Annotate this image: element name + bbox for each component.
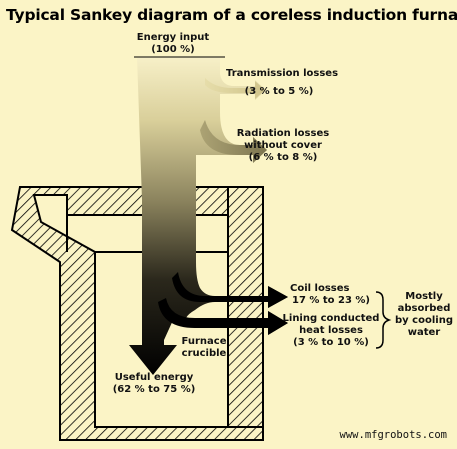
website-watermark: www.mfgrobots.com: [339, 429, 447, 441]
coil-losses-line2: 17 % to 23 %): [291, 295, 371, 306]
lining-losses-line2: heat losses: [299, 325, 363, 336]
cooling-note-line2: absorbed: [397, 303, 451, 314]
useful-energy-label: Useful energy (62 % to 75 %): [104, 372, 204, 396]
energy-input-line1: Energy input: [136, 32, 210, 43]
lining-losses-line3: (3 % to 10 %): [293, 337, 369, 348]
energy-flow: [129, 56, 288, 375]
coil-losses-line1: Coil losses: [290, 283, 350, 294]
energy-input-line2: (100 %): [151, 44, 195, 55]
furnace-crucible-label: Furnace crucible: [176, 336, 232, 360]
radiation-losses-line3: (6 % to 8 %): [248, 152, 318, 163]
radiation-losses-arrow: [200, 120, 267, 163]
useful-energy-line2: (62 % to 75 %): [112, 384, 196, 395]
cooling-note-line1: Mostly: [405, 291, 443, 302]
furnace-crucible-line2: crucible: [181, 348, 227, 359]
coil-losses-arrow: [172, 272, 288, 308]
transmission-losses-line1: Transmission losses: [225, 68, 339, 79]
radiation-losses-label: Radiation losses without cover (6 % to 8…: [228, 128, 338, 164]
transmission-losses-arrow: [205, 78, 265, 99]
radiation-losses-line2: without cover: [244, 140, 322, 151]
cooling-note-line3: by cooling: [395, 315, 453, 326]
cooling-water-note: Mostly absorbed by cooling water: [392, 291, 456, 339]
radiation-losses-line1: Radiation losses: [236, 128, 330, 139]
cooling-brace: [375, 291, 392, 349]
cooling-note-line4: water: [407, 327, 441, 338]
lining-losses-arrow: [158, 298, 288, 335]
coil-losses-label: Coil losses 17 % to 23 %): [284, 283, 378, 307]
page-title: Typical Sankey diagram of a coreless ind…: [6, 6, 457, 24]
furnace-crucible-line1: Furnace: [181, 336, 227, 347]
lining-losses-line1: Lining conducted: [282, 313, 380, 324]
energy-input-label: Energy input (100 %): [118, 32, 228, 56]
useful-energy-line1: Useful energy: [114, 372, 194, 383]
lining-losses-label: Lining conducted heat losses (3 % to 10 …: [280, 313, 382, 349]
transmission-losses-line2: (3 % to 5 %): [244, 86, 314, 97]
transmission-losses-label: Transmission losses (3 % to 5 %): [222, 68, 342, 98]
furnace-crucible-wall: [10, 186, 264, 441]
